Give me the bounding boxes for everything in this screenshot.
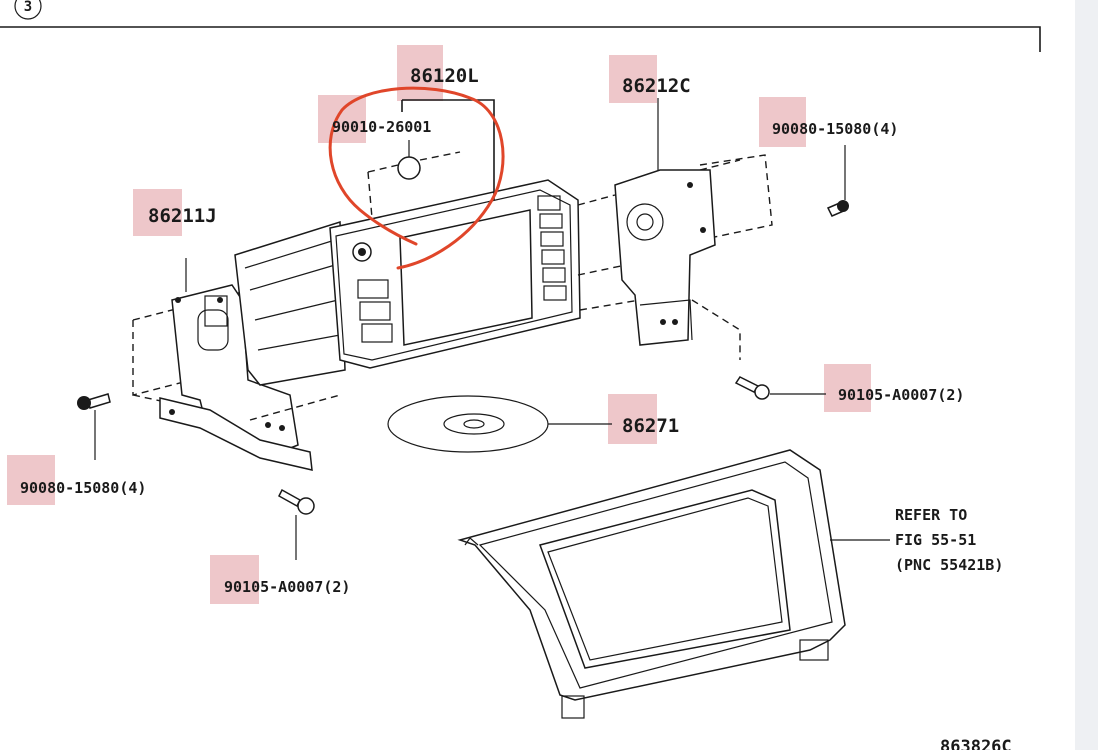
refer-note-line3: (PNC 55421B) [895,556,1003,574]
highlight-90105-bottom [210,555,259,604]
highlight-86271 [608,394,657,444]
highlight-86211J [133,189,182,236]
bezel-panel [457,449,890,719]
right-bracket-86212C [577,98,773,360]
radio-unit-86120L [234,99,581,421]
illustration-code: 863826C [940,737,1012,750]
section-marker-number: 3 [24,0,32,15]
scrollbar-gutter [1075,0,1098,750]
red-annotation-circle [328,86,505,270]
section-marker: 3 [14,0,42,20]
label-86271: 86271 [622,415,679,437]
disc-86271 [387,395,612,453]
label-86211J: 86211J [148,205,217,227]
highlight-90080-right [759,97,806,147]
label-90080-15080-right: 90080-15080(4) [772,120,898,138]
refer-note-line2: FIG 55-51 [895,531,976,549]
bolt-right-90105 [734,376,826,400]
highlight-90080-left [7,455,55,505]
label-90010-26001: 90010-26001 [332,118,431,136]
label-90080-15080-left: 90080-15080(4) [20,479,146,497]
bolt-right-90080 [826,145,849,217]
bolt-left-90080 [77,393,111,460]
label-86212C: 86212C [622,75,691,97]
highlight-86212C [609,55,657,103]
refer-note-line1: REFER TO [895,506,967,524]
label-90105-A0007-right: 90105-A0007(2) [838,386,964,404]
label-86120L: 86120L [410,65,479,87]
highlight-86120L [397,45,443,101]
frame-border [0,26,1041,52]
highlight-90010 [318,95,366,143]
highlight-90105-right [824,364,871,412]
bolt-bottom-90105 [278,488,315,560]
label-90105-A0007-bottom: 90105-A0007(2) [224,578,350,596]
